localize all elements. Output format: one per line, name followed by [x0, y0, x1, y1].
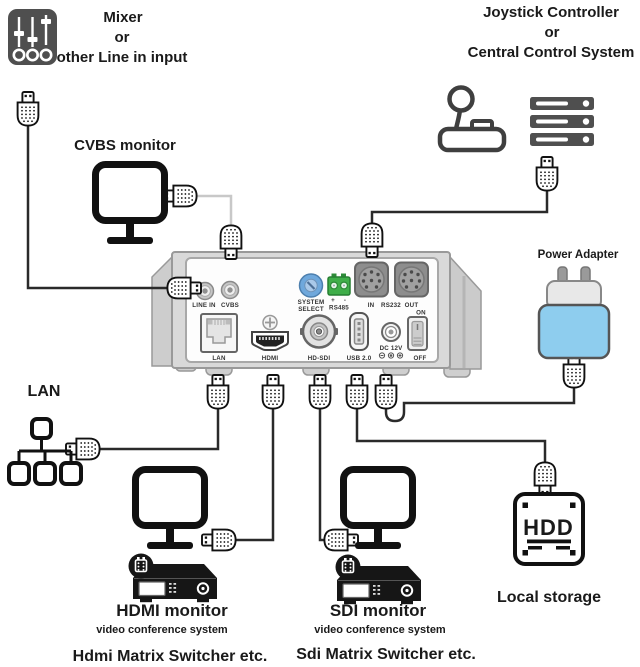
camera-left-wing: [151, 255, 173, 367]
line-in-label: LINE IN: [192, 302, 216, 309]
sdi-sub-label: video conference system: [314, 624, 446, 636]
cvbs-monitor-label: CVBS monitor: [74, 137, 176, 154]
off-label: OFF: [414, 355, 427, 362]
cable-mixer-to-line-in: [26, 125, 168, 290]
dc-12v-label: DC 12V: [380, 345, 404, 352]
cable-sdi-to-monitor: [318, 408, 325, 542]
cable-usb-to-hdd: [355, 408, 547, 462]
power-adapter-icon: [537, 266, 611, 360]
screw-hole: [262, 314, 278, 331]
mixer-label-2: or: [115, 29, 130, 46]
dc-cable-connector-icon: [374, 374, 398, 410]
cable-hdmi-to-monitor: [236, 408, 275, 542]
sdi-monitor-label: SDI monitor: [330, 601, 427, 620]
usb-port-label: USB 2.0: [347, 355, 372, 362]
hdmi-monitor-connector-icon: [201, 528, 237, 552]
cvbs-jack: [220, 280, 240, 300]
power-adapter-label: Power Adapter: [538, 249, 619, 261]
hd-sdi-port-label: HD-SDI: [308, 355, 331, 362]
controller-label-1: Joystick Controller: [483, 4, 619, 21]
sdi-cable-connector-icon: [308, 374, 332, 410]
cables: [26, 125, 576, 542]
rs485-terminal: [327, 273, 351, 296]
hd-sdi-bnc-port: [300, 314, 338, 349]
hdmi-port: [251, 331, 289, 351]
usb-cable-connector-icon: [345, 374, 369, 410]
camera-rear-panel: LINE IN CVBS SYSTEM SELECT + - RS485 IN …: [151, 251, 482, 378]
hdd-cable-connector-icon: [533, 461, 557, 497]
hdmi-monitor-label: HDMI monitor: [116, 601, 228, 620]
controller-label-2: or: [545, 24, 560, 41]
controller-label-3: Central Control System: [468, 44, 635, 61]
rs232-out-port: [394, 261, 429, 298]
cable-lan-to-network: [100, 408, 220, 451]
sdi-note-label: Sdi Matrix Switcher etc.: [296, 646, 476, 663]
lan-port: [200, 313, 238, 353]
mixer-label-3: other Line in input: [57, 49, 188, 66]
sdi-monitor-connector-icon: [323, 528, 359, 552]
cable-cvbs-monitor-to-panel: [196, 194, 233, 226]
system-select-label-1: SYSTEM: [298, 299, 325, 306]
rs485-minus-label: -: [344, 297, 346, 304]
hdmi-port-label: HDMI: [262, 355, 279, 362]
rs485-plus-label: +: [331, 297, 335, 304]
system-select-label-2: SELECT: [298, 306, 324, 313]
hdmi-note-label: Hdmi Matrix Switcher etc.: [73, 648, 268, 665]
on-label: ON: [416, 310, 426, 317]
hdmi-badge-connector-icon: [127, 552, 155, 580]
hdmi-sub-label: video conference system: [96, 624, 228, 636]
controller-cable-connector-icon: [535, 156, 559, 192]
rs232-in-port: [354, 261, 389, 298]
rs232-label: RS232: [381, 302, 401, 309]
mixer-usb-connector-icon: [16, 91, 40, 127]
sdi-badge-connector-icon: [334, 553, 362, 581]
hdd-icon: HDD: [513, 492, 585, 566]
power-switch: [407, 316, 428, 351]
joystick-icon: [437, 85, 507, 153]
lan-port-label: LAN: [212, 355, 226, 362]
mixer-icon: [8, 9, 57, 65]
cable-controller-to-rs232: [370, 190, 549, 224]
cvbs-monitor-connector-icon: [162, 184, 198, 208]
cvbs-monitor-icon: [96, 165, 165, 245]
dc-polarity-icon: [378, 352, 404, 359]
lan-device-label: LAN: [28, 383, 61, 400]
cable-dc-to-power-adapter: [384, 387, 576, 423]
lan-cable-connector-icon: [206, 374, 230, 410]
hdd-label: HDD: [523, 515, 574, 540]
hdmi-cable-connector-icon: [261, 374, 285, 410]
lan-tree-icon: [7, 417, 83, 486]
usb-port: [349, 312, 369, 351]
mixer-label-1: Mixer: [103, 9, 142, 26]
cvbs-label: CVBS: [221, 302, 239, 309]
server-icon: [530, 97, 594, 146]
rs232-out-label: OUT: [405, 302, 419, 309]
hdmi-monitor-icon: [136, 470, 205, 550]
dc-jack: [381, 322, 401, 342]
system-select-dial: [298, 273, 324, 298]
rs232-in-label: IN: [368, 302, 375, 309]
local-storage-label: Local storage: [497, 589, 601, 606]
rs485-label: RS485: [329, 305, 349, 312]
